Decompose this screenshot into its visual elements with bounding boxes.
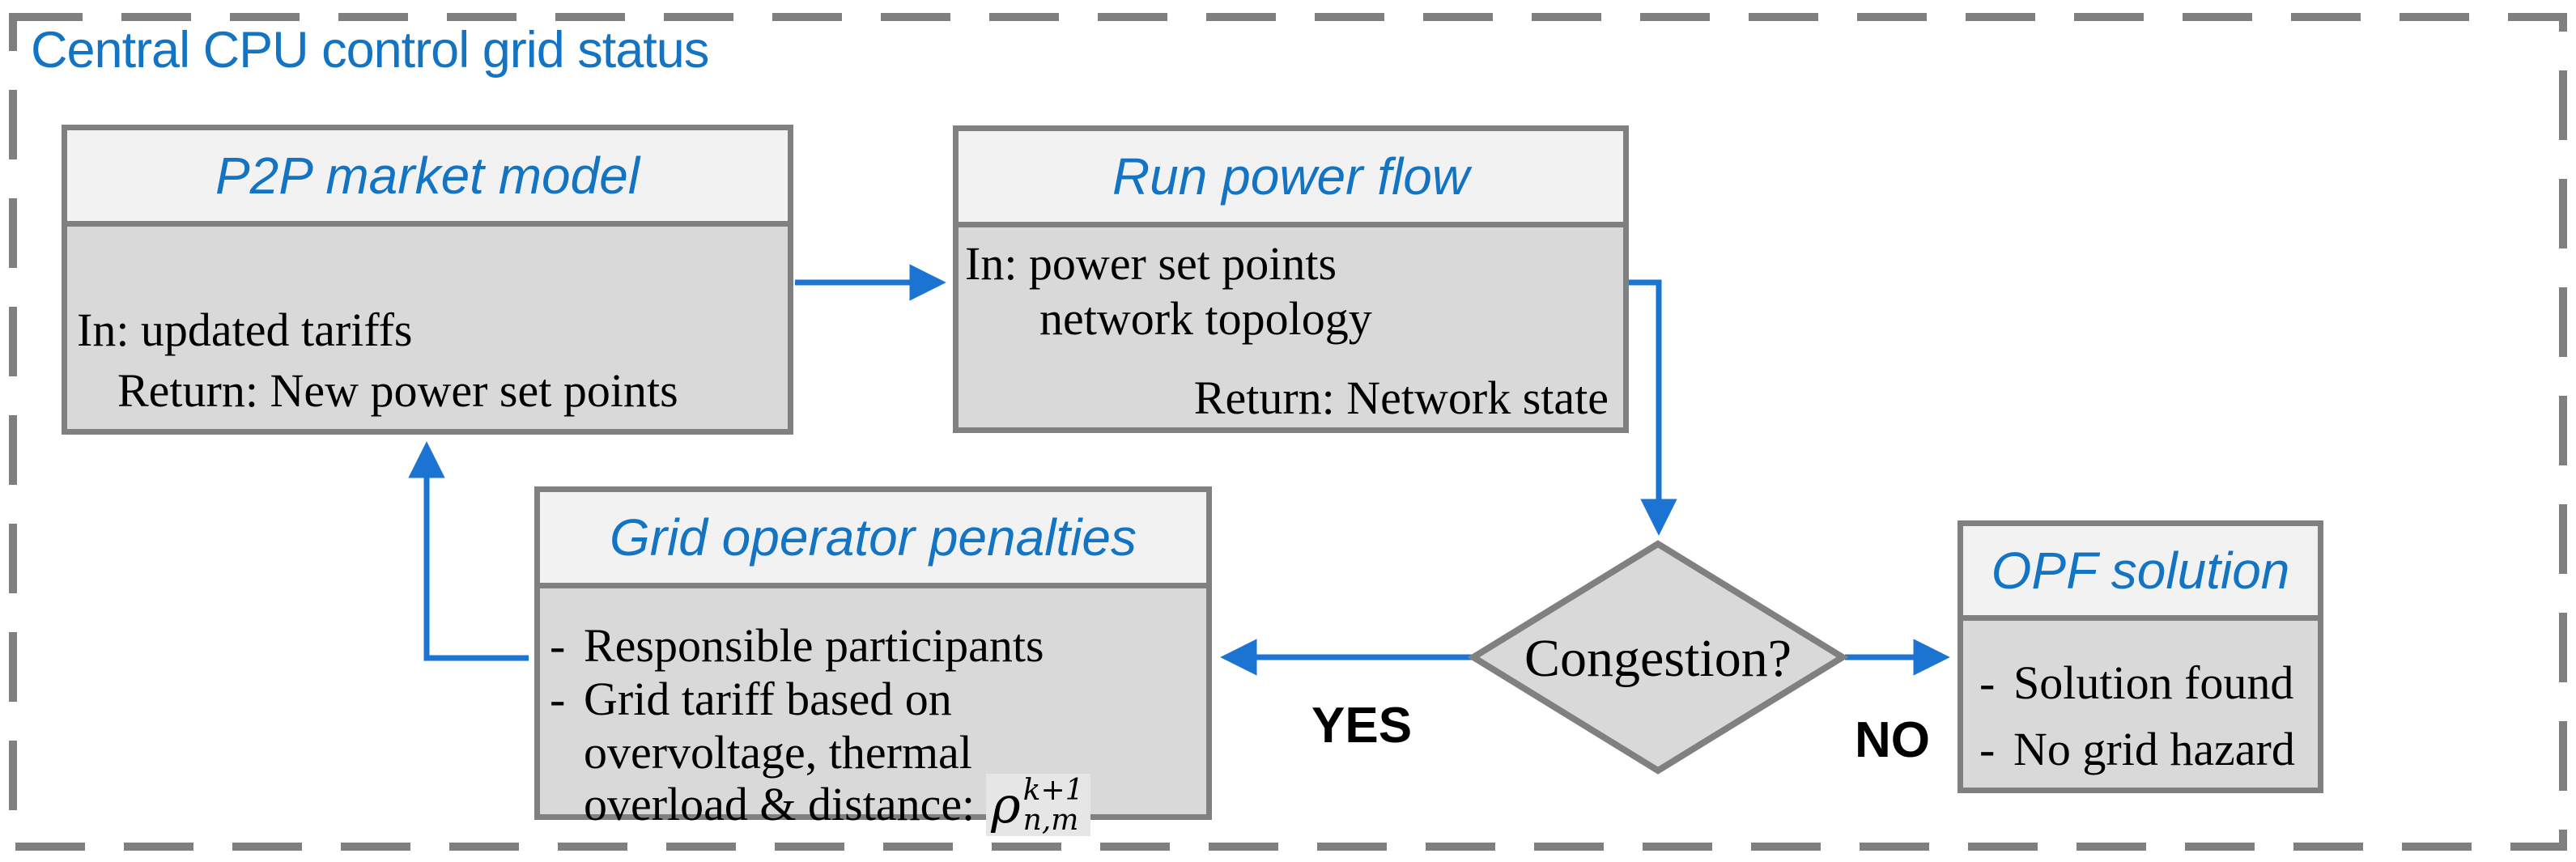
- tariff-formula-superscript: k+1: [1022, 774, 1084, 807]
- arrow-powerflow-to-congestion: [1629, 279, 1677, 536]
- powerflow-input-line2: network topology: [1039, 292, 1372, 345]
- tariff-formula-rho: ρ: [991, 775, 1021, 834]
- congestion-decision-diamond: [1467, 540, 1849, 775]
- run-power-flow-header: Run power flow: [959, 131, 1623, 227]
- penalties-bullet-2-continuation-1: overvoltage, thermal: [584, 726, 972, 779]
- penalties-bullet-1-text: Responsible participants: [584, 619, 1044, 672]
- bullet-dash: -: [1979, 656, 1996, 709]
- p2p-market-model-title: P2P market model: [215, 146, 640, 205]
- penalties-bullet-2: - Grid tariff based on: [550, 673, 952, 726]
- bullet-dash: -: [550, 619, 566, 672]
- penalties-bullet-2-continuation-2: overload & distance: ρ k+1 n,m: [584, 774, 1090, 837]
- opf-bullet-2-text: No grid hazard: [2013, 723, 2295, 775]
- no-edge-label: NO: [1855, 712, 1930, 768]
- run-power-flow-title: Run power flow: [1112, 147, 1470, 206]
- powerflow-input-line1: In: power set points: [965, 237, 1337, 290]
- opf-solution-box: OPF solution - Solution found - No grid …: [1958, 520, 2323, 793]
- penalties-bullet-1: - Responsible participants: [550, 619, 1044, 673]
- grid-operator-penalties-header: Grid operator penalties: [540, 492, 1206, 588]
- bullet-dash: -: [550, 673, 566, 725]
- penalties-distance-text: overload & distance:: [584, 778, 976, 831]
- p2p-return-line: Return: New power set points: [117, 364, 678, 417]
- diagram-title: Central CPU control grid status: [31, 22, 709, 79]
- yes-edge-label: YES: [1311, 698, 1413, 754]
- opf-bullet-2: - No grid hazard: [1979, 723, 2295, 776]
- penalties-bullet-2-text: Grid tariff based on: [584, 673, 952, 725]
- opf-solution-header: OPF solution: [1963, 526, 2318, 621]
- tariff-formula-scripts: k+1 n,m: [1022, 774, 1084, 837]
- p2p-market-model-header: P2P market model: [67, 130, 788, 227]
- arrow-penalties-to-p2p: [408, 441, 529, 661]
- grid-operator-penalties-title: Grid operator penalties: [609, 508, 1137, 567]
- p2p-input-line: In: updated tariffs: [77, 304, 413, 356]
- tariff-formula: ρ k+1 n,m: [986, 774, 1090, 837]
- bullet-dash: -: [1979, 723, 1996, 775]
- powerflow-return-line: Return: Network state: [1193, 372, 1609, 424]
- grid-operator-penalties-box: Grid operator penalties - Responsible pa…: [534, 486, 1212, 837]
- p2p-market-model-box: P2P market model In: updated tariffs Ret…: [62, 125, 793, 435]
- opf-bullet-1-text: Solution found: [2013, 656, 2294, 709]
- congestion-decision-label: Congestion?: [1524, 629, 1792, 688]
- opf-solution-title: OPF solution: [1991, 541, 2290, 600]
- opf-bullet-1: - Solution found: [1979, 656, 2294, 710]
- tariff-formula-subscript: n,m: [1022, 803, 1079, 837]
- outer-dashed-border: [9, 13, 2567, 851]
- run-power-flow-box: Run power flow In: power set points netw…: [953, 125, 1629, 433]
